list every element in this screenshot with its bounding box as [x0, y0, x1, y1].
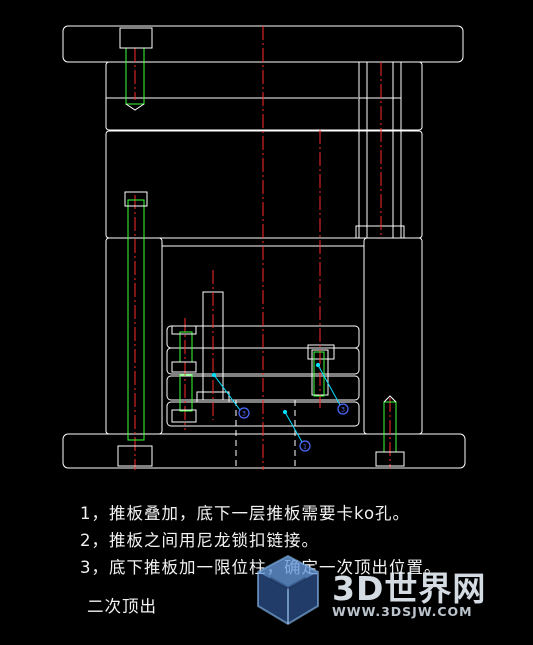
cube-logo-icon: [257, 554, 319, 626]
balloon-3-left: [238, 407, 250, 419]
balloon-3-right: [337, 403, 349, 415]
balloon-label-c: 3: [341, 406, 345, 414]
a-plate: [105, 61, 423, 131]
watermark-url: WWW.3DSJW.COM: [332, 604, 473, 619]
note-line-3: 3，底下推板加一限位柱，确定一次顶出位置。: [80, 558, 442, 577]
guide-pin: [358, 61, 402, 239]
balloon-label-a: 3: [242, 410, 246, 418]
note-line-1: 1，推板叠加，底下一层推板需要卡ko孔。: [80, 504, 411, 523]
b-plate: [105, 130, 423, 239]
balloon-label-b: 1: [303, 443, 307, 451]
bottom-clamp-plate: [62, 433, 466, 469]
watermark: 3D世界网 WWW.3DSJW.COM: [248, 548, 533, 643]
note-caption: 二次顶出: [87, 597, 157, 616]
note-line-2: 2，推板之间用尼龙锁扣链接。: [80, 531, 319, 550]
b-support-block-left: [105, 237, 163, 435]
watermark-title: 3D世界网: [332, 569, 487, 608]
balloon-1: [299, 440, 311, 452]
b-support-block-right: [363, 237, 423, 435]
return-pin: [127, 199, 145, 441]
